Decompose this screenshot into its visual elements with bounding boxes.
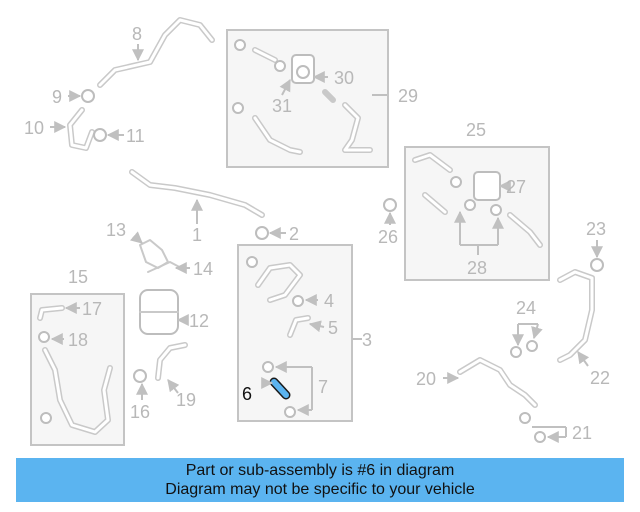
box-15-parts (37, 305, 113, 435)
callout-19: 19 (176, 390, 196, 410)
part-10-hose (67, 107, 95, 151)
part-9-clamp (81, 89, 95, 103)
callout-25: 25 (466, 120, 486, 140)
callout-31: 31 (272, 96, 292, 116)
subassembly-box-3 (237, 244, 353, 422)
callout-20: 20 (416, 369, 436, 389)
callout-24: 24 (516, 298, 536, 318)
callout-16: 16 (130, 402, 150, 422)
callout-28: 28 (467, 258, 487, 278)
part-12-pump (139, 289, 179, 335)
banner-line-part: Part or sub-assembly is #6 in diagram (185, 462, 455, 479)
part-16-clamp (133, 369, 147, 383)
callout-29: 29 (398, 86, 418, 106)
callout-9: 9 (52, 87, 62, 107)
callout-2: 2 (289, 224, 299, 244)
box-25-parts (412, 152, 543, 248)
callout-11: 11 (126, 126, 145, 146)
callout-3: 3 (362, 330, 372, 350)
leader-lines (50, 44, 603, 443)
info-banner: Part or sub-assembly is #6 in diagram Di… (16, 458, 624, 502)
callout-8: 8 (132, 24, 142, 44)
part-19-hose (155, 342, 188, 381)
callout-13: 13 (106, 220, 126, 240)
callout-18: 18 (68, 330, 88, 350)
callout-6[interactable]: 6 (242, 384, 252, 404)
part-24-clamps (510, 340, 538, 358)
part-20-pipe (457, 357, 538, 408)
callout-30: 30 (334, 68, 354, 88)
box-3-parts (246, 256, 311, 418)
callout-15: 15 (68, 267, 88, 287)
callout-26: 26 (378, 227, 398, 247)
part-6-hose-highlighted[interactable] (269, 377, 291, 400)
subassembly-box-25 (404, 146, 550, 281)
part-23-clamp (590, 258, 604, 272)
part-22-pipe (557, 269, 595, 363)
part-11-clamp (93, 128, 107, 142)
callout-7: 7 (318, 377, 328, 397)
part-1-pipe (129, 169, 265, 218)
part-26-clamp (383, 198, 397, 212)
box-29-parts (232, 39, 373, 155)
part-21-clamps (519, 412, 546, 443)
callout-27: 27 (506, 177, 526, 197)
subassembly-box-29 (226, 29, 389, 168)
callout-22: 22 (590, 368, 610, 388)
callout-17: 17 (82, 299, 102, 319)
callout-1: 1 (192, 225, 202, 245)
callout-5: 5 (328, 318, 338, 338)
part-8-pipe (97, 17, 215, 88)
callout-23: 23 (586, 219, 606, 239)
part-2-clamp (255, 226, 269, 240)
callout-12: 12 (189, 311, 209, 331)
callout-21: 21 (572, 423, 592, 443)
callout-10: 10 (24, 118, 44, 138)
banner-line-disclaimer: Diagram may not be specific to your vehi… (165, 481, 475, 498)
callout-14: 14 (193, 259, 213, 279)
parts-diagram: 8 9 10 11 1 2 29 30 31 25 27 28 26 13 14… (24, 17, 610, 446)
callout-4: 4 (324, 291, 334, 311)
